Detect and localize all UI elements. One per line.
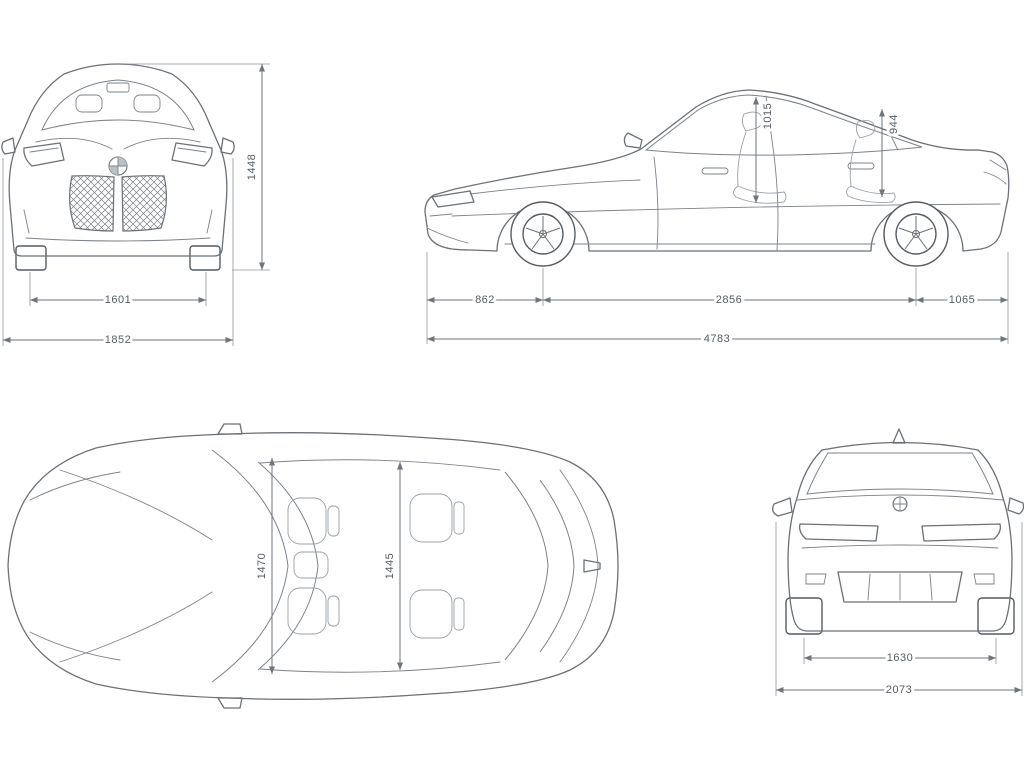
headrest-right: [133, 94, 161, 113]
dim-label-front-shoulder: 1470: [256, 553, 268, 579]
rear-glass-outer-edge: [539, 479, 575, 653]
rear-view-dimensions: 1630 2073: [775, 522, 1023, 699]
bmw-roundel-rear-icon: [892, 496, 908, 512]
dim-label-rear-shoulder: 1445: [384, 553, 396, 579]
top-view: [7, 423, 619, 709]
front-door-cut: [653, 156, 659, 250]
roof-side-line-top: [259, 459, 501, 471]
windshield-edge: [211, 449, 289, 683]
side-view: [424, 89, 1010, 267]
front-body-outline: [8, 63, 228, 257]
side-mirror: [623, 132, 643, 149]
kidney-grille-left: [69, 175, 115, 232]
dim-label-front-track: 1601: [105, 294, 131, 306]
side-body-outline: [424, 89, 1010, 252]
front-view-dimensions: 1448 1601 1852: [2, 63, 270, 349]
hood-crease-right: [123, 137, 201, 150]
taillight-right: [921, 523, 1002, 542]
top-view-dimensions: 1470 1445: [253, 458, 404, 674]
bumper-intakes: [23, 209, 213, 234]
dim-label-rear-overhang: 1065: [949, 294, 975, 306]
front-wheel: [510, 201, 576, 267]
rear-right-mirror: [1007, 497, 1024, 515]
front-left-tire: [15, 245, 47, 271]
bumper-crease: [25, 237, 211, 242]
dim-label-front-width: 1852: [105, 334, 131, 346]
front-view: [1, 63, 235, 271]
right-mirror: [220, 137, 235, 155]
roof-front-edge: [257, 461, 319, 671]
rear-reflectors: [805, 573, 995, 585]
diffuser-slats: [867, 573, 933, 601]
b-pillar: [765, 95, 775, 156]
roof-side-line-bottom: [259, 661, 501, 673]
top-body-outline: [7, 432, 619, 700]
dim-label-rear-headroom: 944: [888, 114, 900, 134]
dim-label-wheelbase: 2856: [716, 294, 742, 306]
rear-body-outline: [787, 441, 1013, 632]
rear-right-tire: [977, 597, 1015, 635]
side-glasshouse: [644, 94, 923, 156]
hood-crease-bottom: [59, 591, 213, 663]
headlight-left-detail: [29, 147, 59, 153]
front-bumper-detail: [426, 213, 469, 244]
antenna-fin-icon: [583, 559, 601, 573]
dim-label-rear-width: 2073: [886, 684, 912, 696]
rear-window-edge: [504, 471, 549, 661]
kidney-grille-right: [121, 175, 167, 232]
quarter-window-divider: [887, 129, 899, 151]
front-door-handle: [701, 167, 729, 175]
rear-left-tire: [785, 597, 823, 635]
windshield: [41, 79, 195, 131]
headrest-left: [75, 94, 103, 113]
dim-label-overall-length: 4783: [704, 333, 730, 345]
rear-window: [806, 452, 994, 495]
top-view-seats: [287, 493, 465, 639]
rear-view: [772, 428, 1024, 635]
decklid-line: [559, 469, 599, 663]
bmw-roundel-icon: [108, 156, 128, 176]
headlight-right: [171, 142, 213, 167]
dim-label-front-overhang: 862: [475, 294, 495, 306]
front-seat: [733, 111, 787, 204]
rear-door-cut: [773, 154, 779, 251]
beltline: [469, 179, 641, 195]
dim-label-front-headroom: 1015: [762, 103, 774, 129]
top-mirror-right: [217, 697, 243, 709]
taillight-detail: [983, 159, 1007, 185]
rear-shoulder-line: [796, 494, 1004, 501]
side-view-dimensions: 1015 944 862 2856 1065 4783: [426, 97, 1009, 348]
hood-crease-left: [35, 137, 113, 150]
headlight-left: [23, 142, 65, 167]
rearview-mirror: [106, 82, 130, 93]
dim-label-front-height: 1448: [246, 154, 258, 180]
nose-line-top: [29, 471, 121, 501]
top-mirror-left: [217, 423, 243, 435]
antenna-fin-rear-icon: [892, 428, 906, 444]
front-right-tire: [189, 245, 221, 271]
dim-label-rear-track: 1630: [887, 652, 913, 664]
side-headlight: [431, 190, 475, 208]
diffuser: [837, 571, 963, 603]
trunk-crease: [801, 544, 999, 549]
rear-wheel: [883, 201, 949, 267]
left-mirror: [1, 137, 16, 155]
headlight-right-detail: [177, 147, 207, 153]
taillight-left: [798, 523, 879, 542]
nose-line-bottom: [29, 631, 121, 661]
rear-door-handle: [847, 162, 875, 170]
rear-left-mirror: [772, 497, 793, 517]
hood-crease-top: [59, 469, 213, 541]
